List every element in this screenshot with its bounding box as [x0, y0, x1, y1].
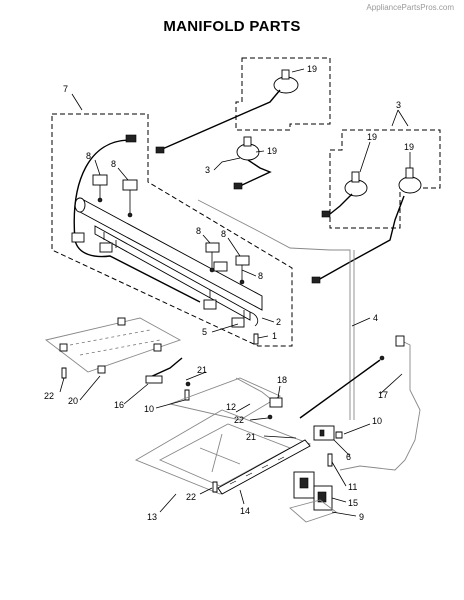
callout-18: 18: [277, 375, 287, 385]
pressure-regulator-b: [233, 136, 272, 190]
callout-19: 19: [307, 64, 317, 74]
pressure-regulator-c: [321, 171, 368, 218]
callout-21: 21: [197, 365, 207, 375]
callout-19: 19: [367, 132, 377, 142]
callout-3: 3: [205, 165, 210, 175]
gas-tube: [339, 339, 421, 471]
callout-8: 8: [86, 151, 91, 161]
callout-22: 22: [234, 415, 244, 425]
callout-10: 10: [144, 404, 154, 414]
callout-8: 8: [221, 229, 226, 239]
callout-14: 14: [240, 506, 250, 516]
callout-6: 6: [346, 452, 351, 462]
callout-5: 5: [202, 327, 207, 337]
callout-labels: 7 19 3 19 3 19 19 8 8 8 8 8 2 5 1 4 22 2…: [44, 64, 414, 522]
callout-16: 16: [114, 400, 124, 410]
manifold-tube: [74, 197, 263, 321]
burner-rail-14: [217, 439, 311, 495]
screw-22-bottom: [212, 481, 218, 493]
bracket-right: [203, 299, 217, 310]
callout-2: 2: [276, 317, 281, 327]
burner-plate-20: [44, 317, 182, 374]
callout-4: 4: [373, 313, 378, 323]
callout-21: 21: [246, 432, 256, 442]
valve-group-lower: [205, 242, 250, 285]
callout-8: 8: [196, 226, 201, 236]
callout-8: 8: [258, 271, 263, 281]
screw: [253, 333, 259, 345]
burner-assembly-12: [168, 377, 283, 421]
pressure-regulator-d: [311, 167, 422, 284]
callout-11: 11: [348, 482, 357, 492]
wire-harness: [73, 139, 201, 303]
callout-3: 3: [396, 100, 401, 110]
watermark: AppliancePartsPros.com: [366, 3, 454, 12]
gas-line-ghost: [197, 199, 351, 420]
bracket-mid: [99, 242, 113, 253]
callout-20: 20: [68, 396, 78, 406]
callout-1: 1: [272, 331, 277, 341]
callout-19: 19: [404, 142, 414, 152]
callout-8: 8: [111, 159, 116, 169]
callout-17: 17: [378, 390, 388, 400]
bracket-left: [71, 232, 85, 243]
callout-10: 10: [372, 416, 382, 426]
callout-22: 22: [186, 492, 196, 502]
callout-12: 12: [226, 402, 236, 412]
page-title: MANIFOLD PARTS: [163, 18, 301, 35]
igniter-16: [145, 357, 191, 401]
callout-22: 22: [44, 391, 54, 401]
valve-block: [293, 425, 343, 511]
leader-lines: [59, 68, 411, 517]
callout-7: 7: [63, 84, 68, 94]
harness-connector: [125, 134, 137, 143]
bracket-far: [231, 317, 245, 328]
regulator-group-outline-b: [329, 129, 441, 229]
callout-15: 15: [348, 498, 358, 508]
regulator-group-outline-a: [235, 57, 331, 131]
electrode-rod: [299, 359, 381, 419]
valve-group-upper: [92, 174, 138, 218]
clip: [249, 311, 259, 327]
manifold-group-outline: [51, 113, 293, 347]
screw-22-left: [61, 367, 67, 379]
callout-13: 13: [147, 512, 157, 522]
pressure-regulator-a: [155, 69, 299, 154]
callout-19: 19: [267, 146, 277, 156]
mounting-plate-9: [289, 499, 337, 523]
callout-9: 9: [359, 512, 364, 522]
